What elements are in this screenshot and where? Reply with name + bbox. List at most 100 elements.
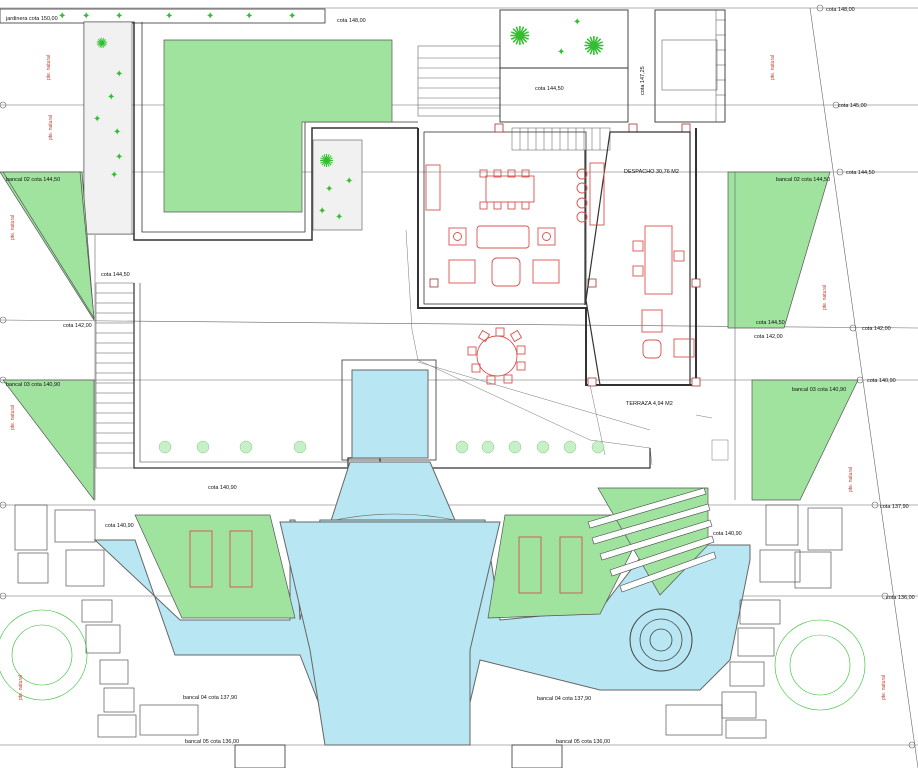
label-despacho: DESPACHO 30,76 M2 (624, 169, 679, 175)
planter-shrubs: ✦ ✦ ✦ ✦ ✦ ✦ ✦ (58, 11, 296, 22)
lap-pool-edge (341, 359, 437, 461)
house-outer-wall (417, 128, 697, 386)
label-cota-142-right-a: cota 142,00 (862, 326, 891, 332)
despacho-room (585, 131, 691, 386)
label-cota-136: cota 136,00 (886, 595, 915, 601)
label-pte-natural-2: pte. natural (48, 115, 54, 140)
sun-loungers (189, 530, 583, 594)
svg-text:✦: ✦ (345, 176, 353, 187)
label-bancal-05-left: bancal 05 cota 136,00 (185, 739, 239, 745)
small-tree-bed (312, 139, 363, 231)
svg-text:✦: ✦ (113, 127, 121, 138)
left-stairs (95, 282, 135, 469)
label-pte-natural-3: pte. natural (10, 215, 16, 240)
svg-text:✦: ✦ (110, 170, 118, 181)
bancal-02-left-lawn-fill (2, 171, 95, 319)
bancal-03-right-lawn (751, 379, 859, 501)
lower-retaining-wall-inner (139, 283, 348, 463)
label-pte-natural-8: pte. natural (848, 467, 854, 492)
label-pte-natural-6: pte. natural (770, 55, 776, 80)
label-bancal-04-right: bancal 04 cota 137,90 (537, 696, 591, 702)
label-cota-140-90-mid: cota 140,90 (208, 485, 237, 491)
label-cota-144-50-left: cota 144,50 (101, 272, 130, 278)
label-bancal-02-left: bancal 02 cota 144,50 (6, 177, 60, 183)
north-stair-treads (519, 128, 601, 150)
natural-slope-labels: pte. natural pte. natural pte. natural p… (10, 55, 887, 700)
label-pte-natural-5: pte. natural (18, 675, 24, 700)
label-cota-140-90-left: cota 140,90 (105, 523, 134, 529)
north-stair-steps (511, 127, 611, 151)
left-garden-shrubs: ✺ ✦ ✦ ✦ ✦ ✦ ✦ (93, 35, 123, 181)
right-stair-tower (654, 9, 726, 123)
svg-text:✦: ✦ (288, 11, 296, 22)
lap-pool (351, 369, 429, 459)
label-cota-140-90-pool-right: cota 140,90 (713, 531, 742, 537)
pool-edge-stepping-blocks (14, 504, 843, 739)
svg-text:✦: ✦ (58, 11, 66, 22)
bottom-thresholds (234, 744, 563, 768)
svg-text:✦: ✦ (206, 11, 214, 22)
svg-text:✦: ✦ (318, 206, 326, 217)
bancal-03-left-lawn (2, 379, 95, 502)
svg-text:✦: ✦ (245, 11, 253, 22)
label-pte-natural-4: pte. natural (10, 405, 16, 430)
svg-text:✦: ✦ (557, 47, 565, 58)
label-bancal-03-left: bancal 03 cota 140,90 (6, 382, 60, 388)
svg-text:✦: ✦ (107, 92, 115, 103)
svg-text:✦: ✦ (115, 11, 123, 22)
top-stairs (417, 45, 501, 117)
level-labels: jardinera cota 150,00 cota 148,00 cota 1… (5, 7, 915, 745)
label-cota-142-right-b: cota 142,00 (754, 334, 783, 340)
svg-text:✺: ✺ (583, 31, 605, 61)
label-terraza: TERRAZA 4,94 M2 (626, 401, 673, 407)
hedge-shrubs (158, 440, 605, 454)
svg-text:✦: ✦ (82, 11, 90, 22)
label-cota-142-left: cota 142,00 (63, 323, 92, 329)
svg-text:✦: ✦ (93, 114, 101, 125)
pool-lawn-right (487, 514, 651, 619)
label-cota-137-90: cota 137,90 (880, 504, 909, 510)
label-pte-natural-9: pte. natural (881, 675, 887, 700)
pool-lawn-left (134, 514, 296, 619)
svg-text:✺: ✺ (319, 151, 334, 171)
living-furniture (425, 162, 695, 385)
label-bancal-05-right: bancal 05 cota 136,00 (556, 739, 610, 745)
label-cota-148-right: cota 148,00 (826, 7, 855, 13)
svg-text:✺: ✺ (96, 35, 108, 51)
bottom-trees (0, 609, 866, 711)
label-cota-144-50-right-a: cota 144,50 (846, 170, 875, 176)
pergola-beams (587, 487, 717, 593)
svg-text:✦: ✦ (115, 69, 123, 80)
courtyard-wall (133, 22, 418, 241)
structural-columns (429, 123, 701, 387)
label-cota-148-top: cota 148,00 (337, 18, 366, 24)
pool-central-basin (279, 521, 501, 746)
label-cota-140-90-right: cota 140,90 (867, 378, 896, 384)
upper-lawn (163, 39, 393, 213)
jardinera-planter (0, 8, 326, 24)
label-bancal-03-right: bancal 03 cota 140,90 (792, 387, 846, 393)
svg-text:✦: ✦ (573, 17, 581, 28)
round-water-feature (629, 608, 693, 672)
label-cota-144-50-right-b: cota 144,50 (756, 320, 785, 326)
label-pte-natural-7: pte. natural (822, 285, 828, 310)
svg-text:✦: ✦ (165, 11, 173, 22)
label-jardinera: jardinera cota 150,00 (5, 16, 58, 22)
svg-text:✦: ✦ (325, 184, 333, 195)
terrace-outline (405, 229, 729, 466)
bancal-02-right-lawn (727, 171, 831, 329)
left-garden-bed (83, 21, 133, 235)
upper-block-trees: ✺ ✺ ✦ ✦ (509, 17, 605, 61)
svg-text:✦: ✦ (115, 152, 123, 163)
upper-block (499, 9, 629, 123)
house-inner-wall (423, 131, 587, 305)
label-bancal-04-left: bancal 04 cota 137,90 (183, 695, 237, 701)
svg-text:✺: ✺ (509, 21, 531, 51)
label-cota-145: cota 145,00 (838, 103, 867, 109)
label-pte-natural-1: pte. natural (46, 55, 52, 80)
small-tree-bed-shrubs: ✺ ✦ ✦ ✦ ✦ (318, 151, 353, 223)
label-cota-147-25: cota 147,25 (640, 66, 646, 95)
label-bancal-02-right: bancal 02 cota 144,50 (776, 177, 830, 183)
label-cota-144-50-top: cota 144,50 (535, 86, 564, 92)
